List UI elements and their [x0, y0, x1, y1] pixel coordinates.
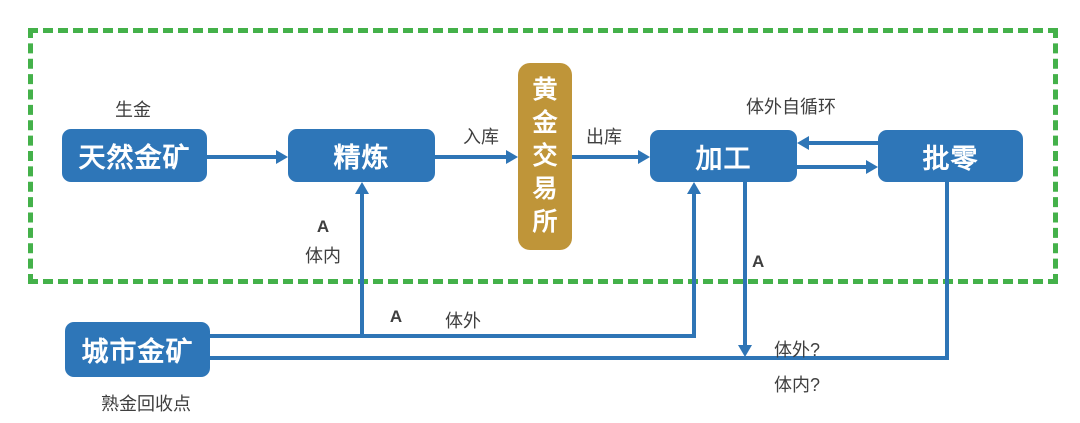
edge-urban-mine-lower-line — [210, 356, 949, 360]
label-internal-question: 体内? — [773, 375, 820, 395]
node-retail: 批零 — [878, 130, 1023, 182]
label-internal: 体内 — [305, 246, 341, 266]
node-gold-exchange: 黄金交易所 — [518, 63, 572, 250]
label-a-internal: A — [316, 217, 330, 236]
edge-processing-down-line — [743, 182, 747, 346]
edge-retail-to-processing-line — [808, 141, 878, 145]
label-external-self-circulation: 体外自循环 — [746, 97, 836, 117]
arrowhead-into-processing-bottom — [687, 182, 701, 194]
arrowhead-processing-down — [738, 345, 752, 357]
node-retail-label: 批零 — [922, 143, 979, 174]
node-processing-label: 加工 — [695, 143, 752, 174]
arrowhead-into-exchange-left — [506, 150, 518, 164]
edge-branch-up-to-refining-line — [360, 193, 364, 338]
label-raw-gold: 生金 — [115, 100, 151, 120]
label-recycled-gold-point: 熟金回收点 — [101, 394, 191, 414]
arrowhead-into-refining-left — [276, 150, 288, 164]
label-external-question: 体外? — [773, 340, 820, 360]
edge-urban-mine-upper-line — [210, 334, 696, 338]
label-a-external: A — [389, 307, 403, 326]
node-processing: 加工 — [650, 130, 797, 182]
edge-natural-mine-to-refining-line — [207, 155, 277, 159]
node-gold-exchange-label: 黄金交易所 — [532, 76, 558, 236]
system-boundary-dashed-box — [28, 28, 1058, 284]
label-external: 体外 — [445, 311, 481, 331]
arrowhead-into-refining-bottom — [355, 182, 369, 194]
arrowhead-into-retail-left — [866, 160, 878, 174]
node-refining-label: 精炼 — [333, 143, 390, 173]
edge-refining-to-exchange-line — [435, 155, 507, 159]
node-urban-mine-label: 城市金矿 — [81, 337, 194, 367]
edge-up-to-processing-line — [692, 193, 696, 338]
edge-retail-down-line — [945, 182, 949, 360]
arrowhead-into-processing-right — [797, 136, 809, 150]
arrowhead-into-processing-left — [638, 150, 650, 164]
node-natural-mine-label: 天然金矿 — [78, 143, 191, 173]
edge-processing-to-retail-line — [797, 165, 867, 169]
node-natural-mine: 天然金矿 — [62, 129, 207, 182]
label-a-processing: A — [752, 252, 765, 271]
node-urban-mine: 城市金矿 — [65, 322, 210, 377]
node-refining: 精炼 — [288, 129, 435, 182]
label-warehouse-out: 出库 — [586, 127, 622, 147]
edge-exchange-to-processing-line — [572, 155, 639, 159]
label-warehouse-in: 入库 — [463, 127, 499, 147]
